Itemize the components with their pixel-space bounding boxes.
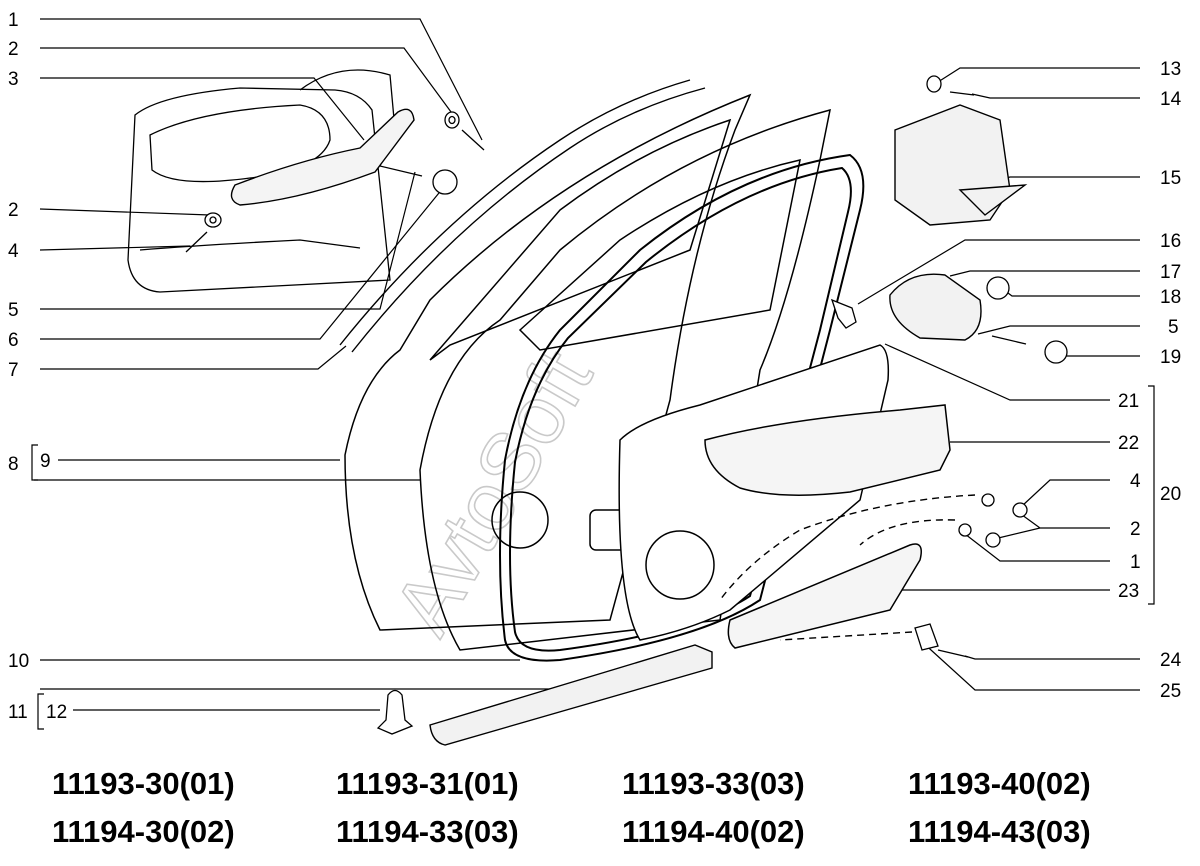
callout-8: 8 <box>8 454 19 475</box>
callout-17: 17 <box>1160 262 1181 283</box>
callout-3: 3 <box>8 69 19 90</box>
callout-1: 1 <box>8 10 19 31</box>
callout-22: 22 <box>1118 433 1139 454</box>
model-code: 11194-43(03) <box>908 814 1091 849</box>
sill-clip <box>376 689 414 735</box>
door-seal <box>499 153 865 662</box>
door-pocket <box>727 543 922 649</box>
callout-6: 6 <box>8 330 19 351</box>
callout-18: 18 <box>1160 287 1181 308</box>
callout-1b: 1 <box>1130 552 1141 573</box>
callout-20: 20 <box>1160 484 1181 505</box>
model-code: 11194-30(02) <box>52 814 235 849</box>
model-code: 11193-31(01) <box>336 766 519 801</box>
callout-16: 16 <box>1160 231 1181 252</box>
door-shell <box>344 93 752 631</box>
assembly-arrows <box>719 494 976 641</box>
small-fasteners <box>185 111 485 253</box>
model-codes: 11193-30(01) 11193-31(01) 11193-33(03) 1… <box>0 766 1200 866</box>
callout-2: 2 <box>8 39 19 60</box>
model-code: 11193-40(02) <box>908 766 1091 801</box>
callout-12: 12 <box>46 702 67 723</box>
model-code: 11194-40(02) <box>622 814 805 849</box>
door-trim-inset <box>127 69 396 293</box>
sill-strip <box>429 644 713 746</box>
inner-door-frame <box>419 108 831 651</box>
reinforcement-bracket <box>894 104 1028 226</box>
weather-strip <box>339 79 706 353</box>
callout-24: 24 <box>1160 650 1182 671</box>
bracket-8-9 <box>31 444 44 730</box>
callout-7: 7 <box>8 360 19 381</box>
fasteners-right <box>830 75 1068 658</box>
callout-13: 13 <box>1160 59 1181 80</box>
callout-11: 11 <box>8 702 28 723</box>
model-code: 11194-33(03) <box>336 814 519 849</box>
model-code: 11193-33(03) <box>622 766 805 801</box>
callout-21: 21 <box>1118 391 1139 412</box>
callout-25: 25 <box>1160 681 1181 702</box>
callout-5b: 5 <box>1168 317 1179 338</box>
leader-lines <box>34 18 605 711</box>
callout-4: 4 <box>8 241 19 262</box>
bracket-20 <box>1148 385 1155 605</box>
callout-4b: 4 <box>1130 471 1141 492</box>
callout-labels: 1 2 3 2 4 5 6 7 8 9 10 11 12 13 14 15 16… <box>8 10 1182 723</box>
callout-10: 10 <box>8 651 29 672</box>
callout-14: 14 <box>1160 89 1182 110</box>
callout-19: 19 <box>1160 347 1181 368</box>
model-code: 11193-30(01) <box>52 766 235 801</box>
armrest-22 <box>704 404 951 496</box>
watermark: AvtoSoft <box>377 336 610 649</box>
armrest <box>230 108 415 206</box>
callout-23: 23 <box>1118 581 1139 602</box>
grip-plate <box>889 273 982 341</box>
callout-5: 5 <box>8 300 19 321</box>
callout-2b: 2 <box>8 200 19 221</box>
callout-15: 15 <box>1160 168 1181 189</box>
callout-9: 9 <box>40 451 51 472</box>
callout-2c: 2 <box>1130 519 1141 540</box>
